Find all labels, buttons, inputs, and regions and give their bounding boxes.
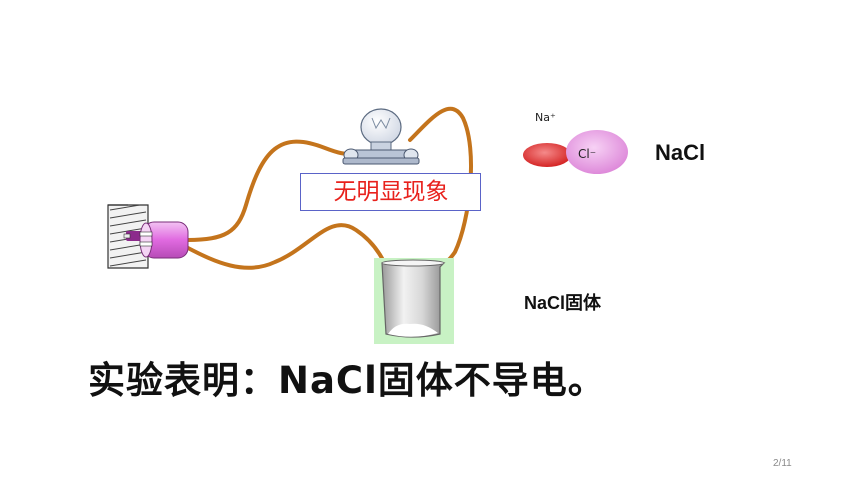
- light-bulb: [342, 108, 420, 165]
- nacl-solid-label: NaCl固体: [524, 293, 602, 313]
- chloride-ion-label: Cl⁻: [578, 147, 597, 161]
- wire-plug-to-beaker: [186, 223, 386, 270]
- observation-text: 无明显现象: [333, 179, 449, 205]
- beaker: [374, 258, 454, 344]
- observation-box: [300, 173, 481, 211]
- ion-model: [523, 130, 628, 174]
- sodium-ion-label: Na⁺: [535, 111, 556, 124]
- plug: [123, 221, 189, 259]
- wire-plug-to-lamp: [186, 139, 354, 242]
- sodium-ion: [523, 143, 571, 167]
- nacl-formula-label: NaCl: [655, 140, 706, 165]
- conclusion-text: 实验表明：NaCl固体不导电。: [88, 359, 606, 402]
- page-number: 2/11: [773, 458, 792, 469]
- chloride-ion: [566, 130, 628, 174]
